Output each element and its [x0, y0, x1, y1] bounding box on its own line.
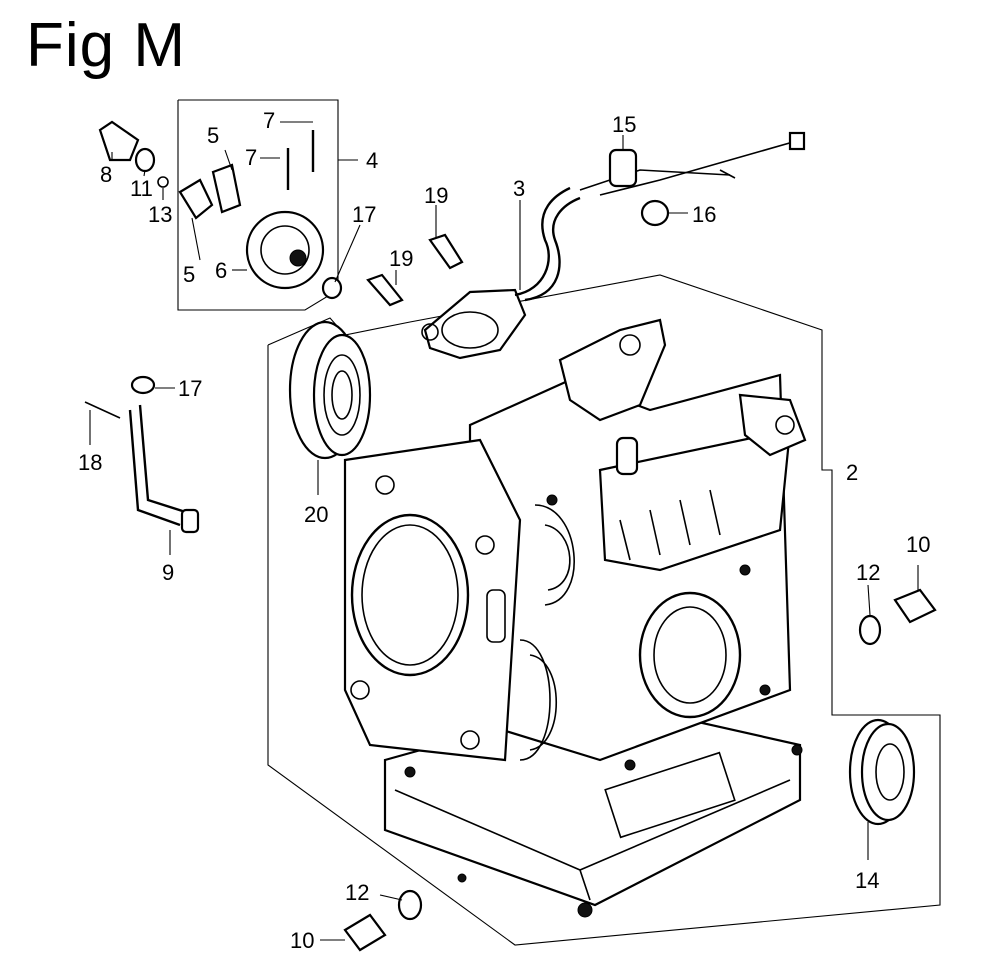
oil-seal-14 — [848, 718, 916, 826]
bearing-20 — [288, 320, 372, 460]
callout-6: 6 — [215, 258, 227, 283]
callout-7-mid: 7 — [245, 145, 257, 170]
governor-parts — [98, 120, 343, 300]
callout-7-top: 7 — [263, 108, 275, 133]
callout-labels: 8 11 13 5 5 7 7 4 6 17 19 19 3 15 16 17 … — [78, 108, 930, 953]
callout-4: 4 — [366, 148, 378, 173]
leader-lines — [89, 121, 919, 941]
assembly-outline — [267, 274, 941, 946]
callout-15: 15 — [612, 112, 636, 137]
callout-12-right: 12 — [856, 560, 880, 585]
governor-group-box — [177, 99, 339, 311]
callout-5-bottom: 5 — [183, 262, 195, 287]
callout-3: 3 — [513, 176, 525, 201]
callout-2: 2 — [846, 460, 858, 485]
figure-title: Fig M — [26, 11, 186, 80]
callout-19-top: 19 — [424, 183, 448, 208]
callout-20: 20 — [304, 502, 328, 527]
callout-13: 13 — [148, 202, 172, 227]
dipstick-9 — [84, 375, 200, 534]
callout-17-top: 17 — [352, 202, 376, 227]
callout-16: 16 — [692, 202, 716, 227]
callout-8: 8 — [100, 162, 112, 187]
callout-10-right: 10 — [906, 532, 930, 557]
drain-plugs-10 — [343, 588, 937, 952]
callout-18: 18 — [78, 450, 102, 475]
callout-12-bottom: 12 — [345, 880, 369, 905]
nut-16 — [640, 199, 670, 227]
breather-assembly-3 — [421, 131, 806, 360]
callout-11: 11 — [130, 176, 153, 201]
callout-19-lower: 19 — [389, 246, 413, 271]
callout-17-left: 17 — [178, 376, 202, 401]
bolts-19 — [366, 233, 464, 307]
callout-14: 14 — [855, 868, 879, 893]
callout-5-top: 5 — [207, 123, 219, 148]
callout-9: 9 — [162, 560, 174, 585]
crankcase-body — [343, 318, 807, 918]
callout-10-bottom: 10 — [290, 928, 314, 953]
